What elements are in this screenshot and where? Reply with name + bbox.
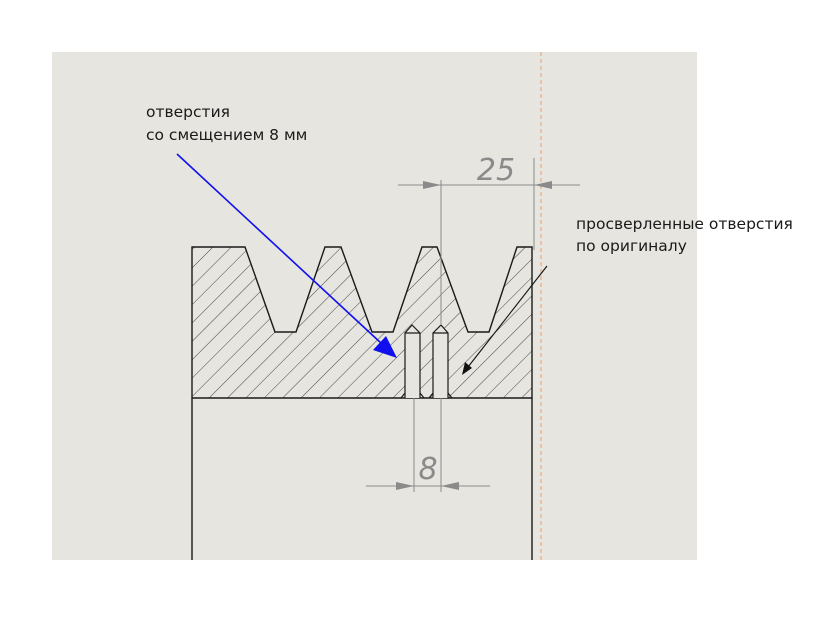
drawing-canvas — [52, 52, 697, 560]
offset-holes-label-line1: отверстия — [146, 103, 230, 121]
original-hole — [428, 324, 453, 399]
original-holes-label-line2: по оригиналу — [576, 237, 687, 255]
original-holes-label-line1: просверленные отверстия — [576, 215, 793, 233]
dimension-25 — [398, 158, 580, 325]
blue-arrow — [176, 153, 397, 358]
dimension-25-label: 25 — [477, 153, 515, 188]
black-arrow — [462, 265, 548, 375]
dimension-8 — [366, 398, 490, 492]
offset-hole — [400, 324, 425, 399]
dimension-8-label: 8 — [418, 452, 437, 487]
offset-holes-label-line2: со смещением 8 мм — [146, 126, 307, 144]
